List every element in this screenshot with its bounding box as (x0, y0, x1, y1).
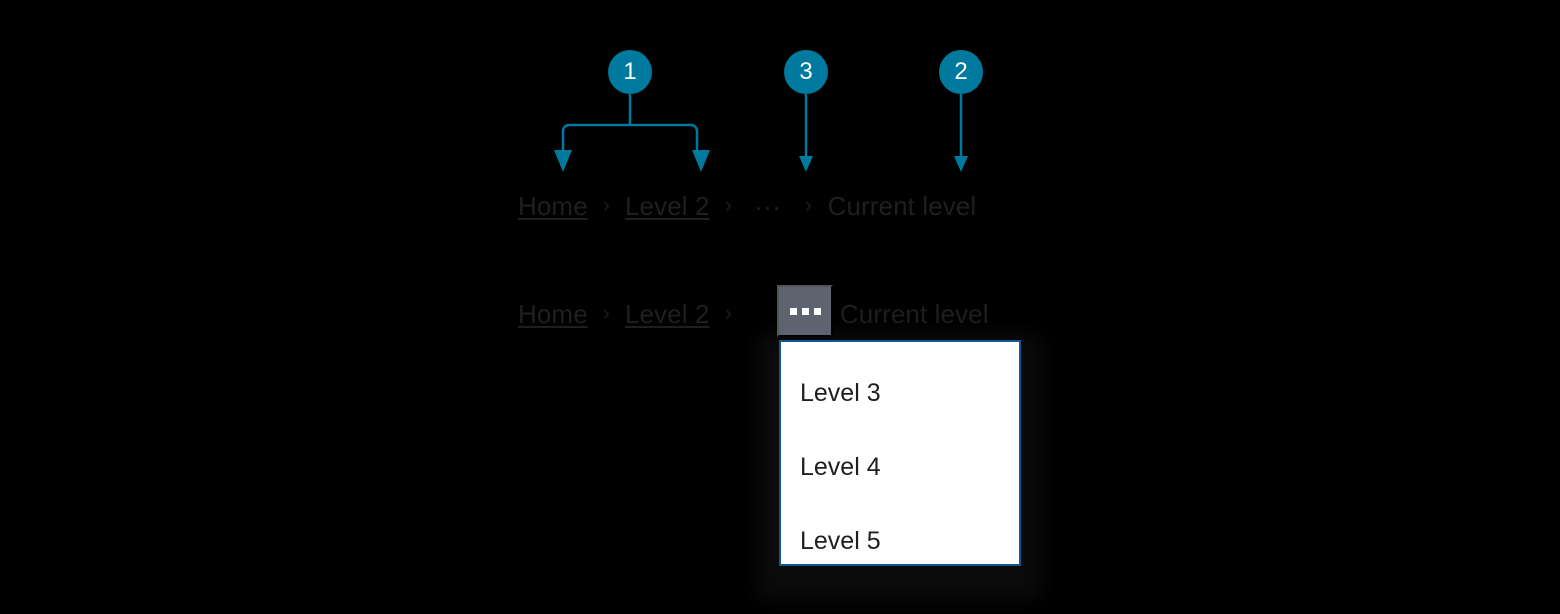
callout-badge-3: 3 (784, 50, 828, 94)
breadcrumb-item-level-2[interactable]: Level 2 (624, 190, 710, 221)
breadcrumb-item-level-2[interactable]: Level 2 (624, 298, 710, 329)
overflow-menu-item-level-3[interactable]: Level 3 (800, 378, 881, 407)
breadcrumb-separator-icon: › (724, 301, 732, 327)
callout-1-arrow-left (554, 150, 572, 172)
breadcrumb-separator-icon: › (805, 193, 813, 219)
breadcrumb-item-home[interactable]: Home (518, 190, 588, 221)
callout-2-arrow (954, 156, 968, 172)
breadcrumb-top: Home › Level 2 › ... › Current level (518, 186, 976, 226)
breadcrumb-separator-icon: › (602, 301, 611, 327)
ellipsis-dot-icon (789, 307, 797, 315)
callout-1-arrow-right (692, 150, 710, 172)
callout-1-connector (561, 94, 699, 150)
breadcrumb-separator-icon: › (602, 193, 611, 219)
overflow-menu-item-level-4[interactable]: Level 4 (800, 452, 881, 481)
callout-badge-2: 2 (939, 50, 983, 94)
breadcrumb-item-home[interactable]: Home (518, 298, 588, 329)
ellipsis-dot-icon (813, 307, 821, 315)
breadcrumb-overflow-ellipsis-icon[interactable]: ... (754, 185, 783, 216)
breadcrumb-item-current: Current level (827, 190, 977, 221)
breadcrumb-bottom: Home › Level 2 › › Current level (518, 294, 989, 334)
ellipsis-dot-icon (801, 307, 809, 315)
breadcrumb-overflow-button[interactable] (777, 285, 833, 337)
breadcrumb-item-current: Current level (839, 298, 989, 329)
breadcrumb-separator-icon: › (724, 193, 732, 219)
callout-3-arrow (799, 156, 813, 172)
callout-badge-1: 1 (608, 50, 652, 94)
overflow-menu: Level 3 Level 4 Level 5 (779, 340, 1021, 566)
overflow-menu-item-level-5[interactable]: Level 5 (800, 526, 881, 555)
